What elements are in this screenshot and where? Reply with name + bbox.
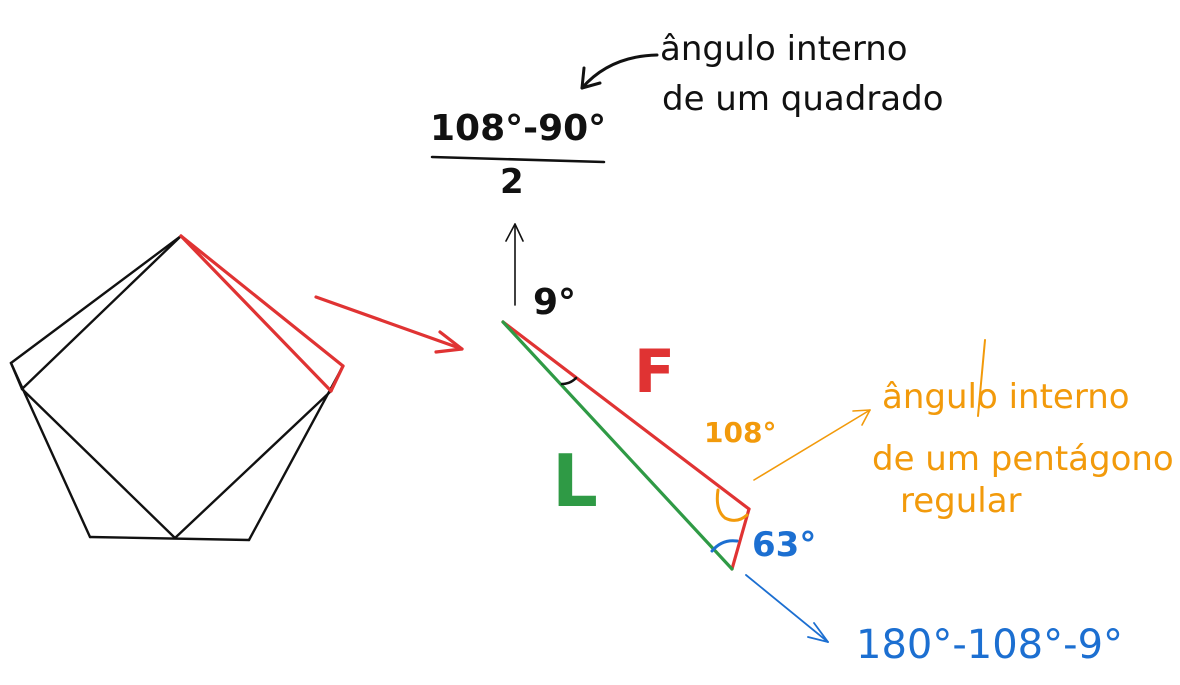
angle-9-label: 9° [533, 282, 577, 323]
blue-arrow [745, 574, 829, 643]
note-pentagon-line1: ângulo interno [882, 377, 1130, 417]
square-edge-left-bottom [20, 387, 177, 540]
side-F [501, 320, 751, 511]
side-F-label: F [634, 337, 675, 407]
pentagon-edge-bottom [88, 535, 251, 542]
arc-63-degree [710, 539, 739, 553]
note-pentagon-line3: regular [900, 481, 1022, 521]
black-curved-arrow [580, 53, 659, 90]
highlight-side-inner [179, 234, 333, 393]
formula-numerator: 108°-90° [430, 108, 607, 149]
orange-tick [977, 339, 986, 417]
arc-9-degree [560, 376, 578, 386]
side-short [730, 507, 751, 571]
angle-108-label: 108° [704, 416, 777, 449]
highlight-triangle [179, 234, 345, 393]
angle-63-label: 63° [752, 525, 817, 565]
formula-denominator: 2 [500, 162, 524, 202]
highlight-side-outer [179, 234, 345, 368]
highlight-side-short [329, 364, 345, 393]
side-L-label: L [552, 439, 598, 523]
fraction-bar [430, 155, 606, 164]
square-edge-top-left [20, 234, 183, 391]
pentagon-edge-left-top [9, 234, 183, 365]
orange-arrow [753, 409, 871, 481]
square-edge-extra-left [9, 361, 24, 391]
note-square-line1: ângulo interno [660, 29, 908, 69]
enlarged-triangle [501, 320, 751, 571]
black-up-arrow [505, 223, 524, 306]
pentagon-figure [9, 234, 345, 542]
formula-bottom: 180°-108°-9° [856, 622, 1124, 668]
note-square-line2: de um quadrado [662, 79, 944, 119]
square-edge-bottom-right [173, 389, 333, 540]
side-L [501, 320, 734, 571]
arc-108-degree [715, 488, 749, 522]
note-pentagon-line2: de um pentágono [872, 439, 1174, 479]
red-arrow [314, 295, 464, 354]
